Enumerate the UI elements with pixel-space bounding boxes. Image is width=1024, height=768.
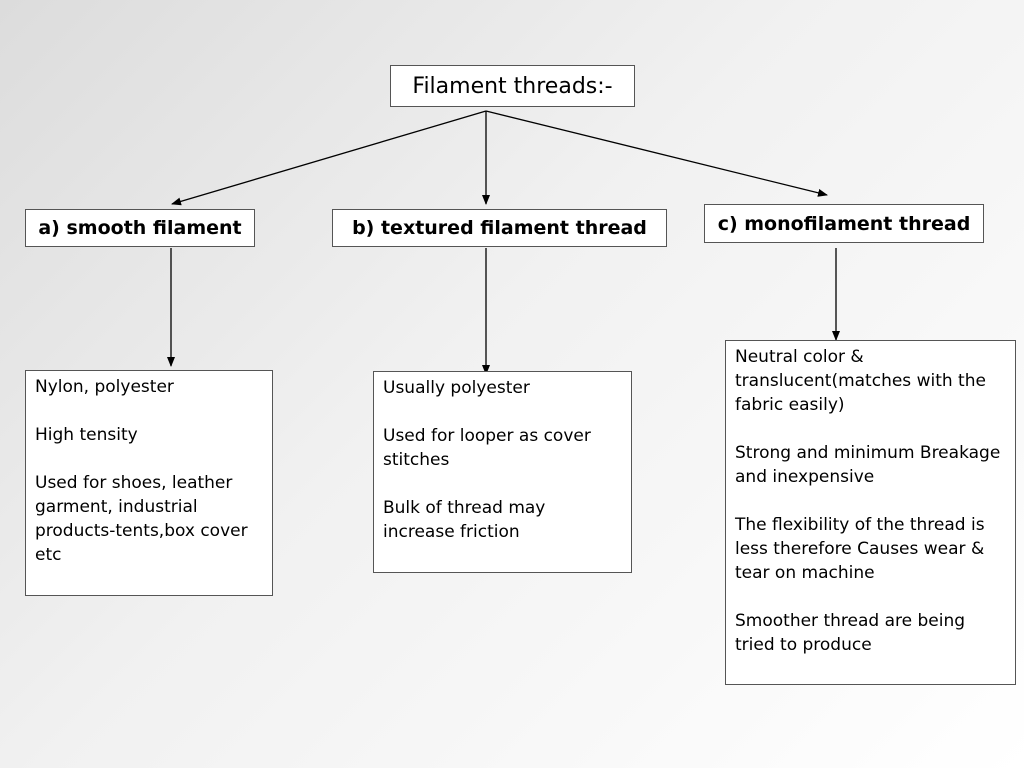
branch-label: a) smooth filament	[38, 217, 242, 239]
root-node-filament-threads: Filament threads:-	[390, 65, 635, 107]
details-monofilament-thread: Neutral color & translucent(matches with…	[725, 340, 1016, 685]
detail-item: Smoother thread are being tried to produ…	[735, 611, 966, 655]
branch-monofilament-thread: c) monofilament thread	[704, 204, 984, 243]
branch-label: c) monofilament thread	[717, 212, 971, 235]
detail-item: Neutral color & translucent(matches with…	[735, 347, 986, 415]
detail-item: Usually polyester	[383, 378, 530, 398]
branch-smooth-filament: a) smooth filament	[25, 209, 255, 247]
detail-item: The flexibility of the thread is less th…	[735, 515, 985, 583]
root-node-label: Filament threads:-	[412, 73, 613, 99]
details-textured-filament-thread: Usually polyester Used for looper as cov…	[373, 371, 632, 573]
details-smooth-filament: Nylon, polyester High tensity Used for s…	[25, 370, 273, 596]
detail-item: Used for shoes, leather garment, industr…	[35, 473, 248, 565]
detail-item: Nylon, polyester	[35, 377, 174, 397]
detail-item: Strong and minimum Breakage and inexpens…	[735, 443, 1001, 487]
arrow-root-to-c	[485, 110, 828, 197]
branch-label: b) textured filament thread	[352, 217, 647, 239]
branch-textured-filament-thread: b) textured filament thread	[332, 209, 667, 247]
detail-item: Bulk of thread may increase friction	[383, 498, 546, 542]
arrow-root-to-a	[171, 110, 487, 206]
detail-item: Used for looper as cover stitches	[383, 426, 591, 470]
detail-item: High tensity	[35, 425, 138, 445]
